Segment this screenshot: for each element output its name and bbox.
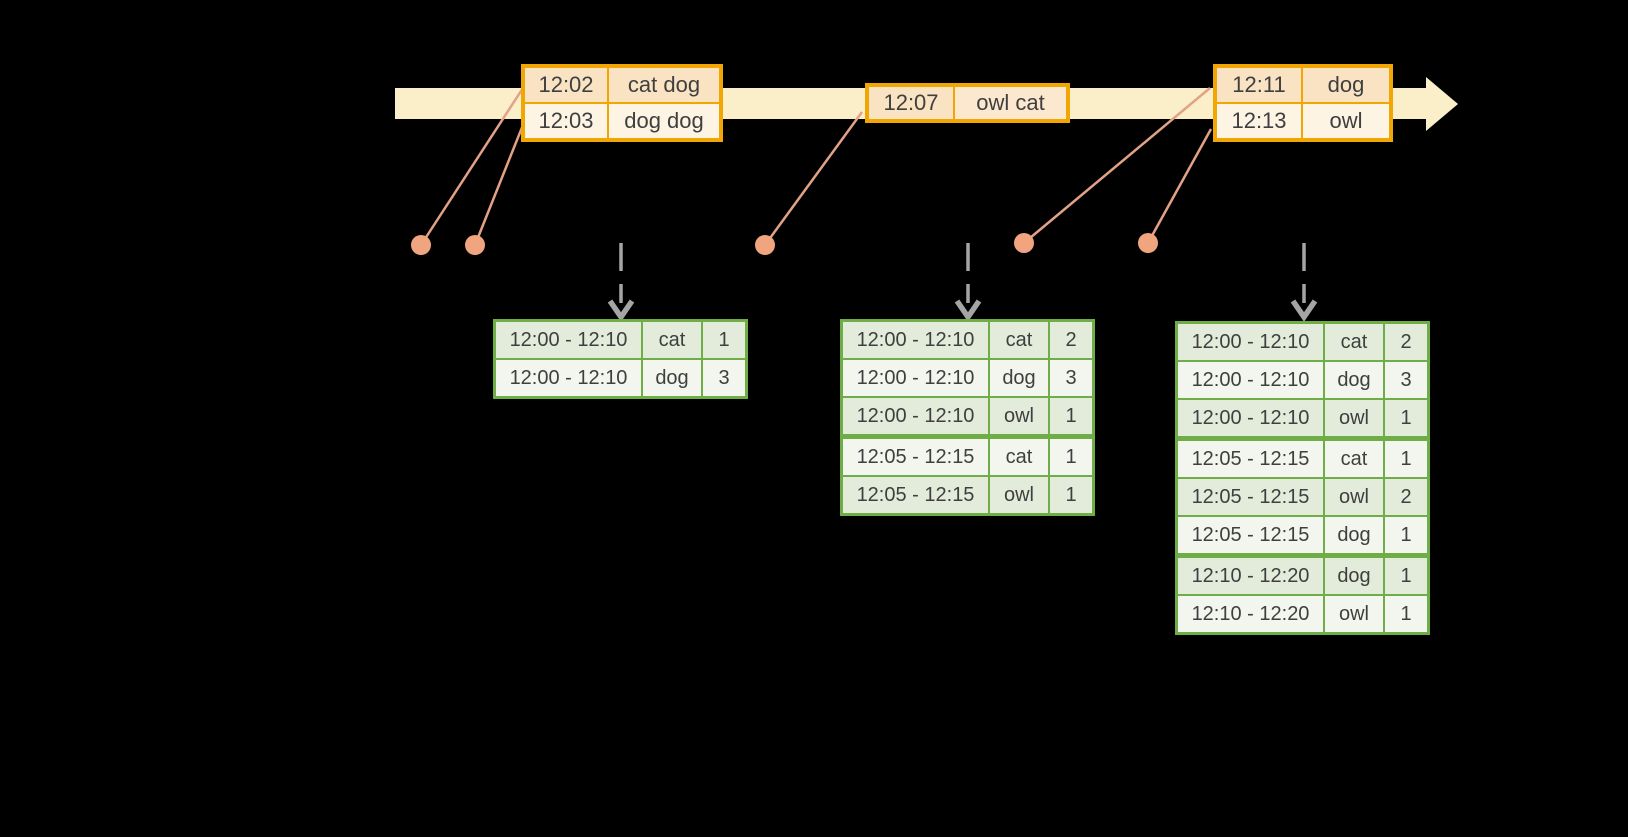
event-point-dot [465,235,485,255]
result-window: 12:05 - 12:15 [1178,479,1323,515]
result-count: 3 [703,360,745,396]
result-count: 2 [1385,324,1427,360]
event-connector-line [1146,128,1213,244]
result-count: 1 [1385,400,1427,436]
result-word: dog [643,360,701,396]
result-word: owl [1325,400,1383,436]
result-window: 12:00 - 12:10 [1178,400,1323,436]
result-window: 12:00 - 12:10 [496,322,641,358]
result-count: 1 [703,322,745,358]
result-window: 12:10 - 12:20 [1178,596,1323,632]
event-time: 12:03 [524,103,608,139]
event-time: 12:11 [1216,67,1302,103]
event-time: 12:13 [1216,103,1302,139]
trigger-down-arrow-icon [954,243,982,322]
result-word: dog [1325,517,1383,553]
event-point-dot [1014,233,1034,253]
result-count: 2 [1385,479,1427,515]
event-time: 12:07 [868,86,954,120]
result-window: 12:00 - 12:10 [496,360,641,396]
result-word: owl [1325,479,1383,515]
event-words: dog [1302,67,1390,103]
result-window: 12:05 - 12:15 [843,477,988,513]
result-window: 12:10 - 12:20 [1178,558,1323,594]
event-time: 12:02 [524,67,608,103]
result-word: cat [643,322,701,358]
event-point-dot [411,235,431,255]
event-connector-line [1023,87,1211,244]
result-window: 12:00 - 12:10 [1178,362,1323,398]
event-connector-line [763,111,864,246]
timeline-right-arrow-icon [1426,77,1458,131]
result-window: 12:00 - 12:10 [1178,324,1323,360]
trigger-down-arrow-icon [607,243,635,322]
result-window: 12:05 - 12:15 [1178,517,1323,553]
result-count: 3 [1385,362,1427,398]
result-word: owl [990,398,1048,434]
result-count: 1 [1385,596,1427,632]
result-word: dog [990,360,1048,396]
trigger-down-arrow-icon [1290,243,1318,322]
result-word: cat [990,322,1048,358]
result-word: dog [1325,558,1383,594]
result-window: 12:05 - 12:15 [1178,441,1323,477]
event-words: cat dog [608,67,720,103]
result-word: dog [1325,362,1383,398]
event-words: dog dog [608,103,720,139]
result-count: 1 [1385,441,1427,477]
event-connector-line [473,124,525,246]
result-count: 1 [1050,398,1092,434]
result-word: owl [990,477,1048,513]
result-window: 12:00 - 12:10 [843,398,988,434]
result-word: cat [990,439,1048,475]
result-word: cat [1325,441,1383,477]
result-count: 3 [1050,360,1092,396]
result-window: 12:00 - 12:10 [843,322,988,358]
result-window: 12:00 - 12:10 [843,360,988,396]
result-count: 1 [1385,558,1427,594]
event-connector-line [419,87,525,246]
result-word: cat [1325,324,1383,360]
event-words: owl cat [954,86,1067,120]
event-point-dot [1138,233,1158,253]
result-word: owl [1325,596,1383,632]
result-window: 12:05 - 12:15 [843,439,988,475]
event-words: owl [1302,103,1390,139]
result-count: 1 [1050,439,1092,475]
result-count: 2 [1050,322,1092,358]
event-point-dot [755,235,775,255]
result-count: 1 [1050,477,1092,513]
result-count: 1 [1385,517,1427,553]
